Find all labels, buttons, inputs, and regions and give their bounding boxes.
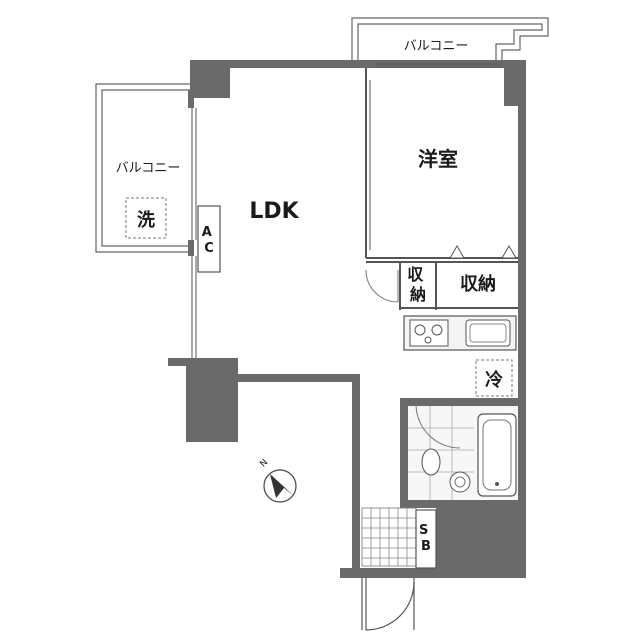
compass: N — [258, 458, 297, 503]
fridge-space — [475, 359, 513, 397]
bathtub — [477, 413, 517, 497]
storage-small-label: 収 納 — [407, 265, 429, 304]
sink — [465, 319, 511, 347]
washer-area — [125, 197, 167, 239]
interior-walls — [191, 63, 518, 358]
ldk-label: LDK — [249, 199, 299, 224]
door-swing — [365, 269, 399, 303]
closet-marker — [449, 245, 465, 259]
entrance-tiles — [361, 507, 417, 567]
balcony-top — [351, 17, 549, 62]
shoe-box — [415, 509, 437, 569]
bathroom — [408, 403, 518, 500]
wash-basin — [449, 471, 471, 493]
shoe-box-label: S B — [419, 523, 433, 554]
kitchen-counter — [403, 315, 517, 351]
washer-label: 洗 — [137, 209, 155, 231]
toilet — [421, 448, 441, 476]
aircon-unit — [197, 205, 221, 273]
north-arrow-icon — [270, 474, 294, 498]
entrance-door — [361, 578, 415, 631]
aircon-label: A C — [202, 225, 217, 256]
closet-marker — [501, 245, 517, 259]
balcony-top-label: バルコニー — [404, 39, 469, 54]
walls — [168, 60, 526, 578]
balcony-left-label: バルコニー — [116, 161, 181, 176]
storage-large-label: 収納 — [460, 273, 496, 295]
western-room-label: 洋室 — [418, 147, 458, 171]
balcony-left — [95, 83, 190, 253]
fridge-label: 冷 — [485, 369, 503, 391]
compass-label: N — [258, 458, 270, 470]
